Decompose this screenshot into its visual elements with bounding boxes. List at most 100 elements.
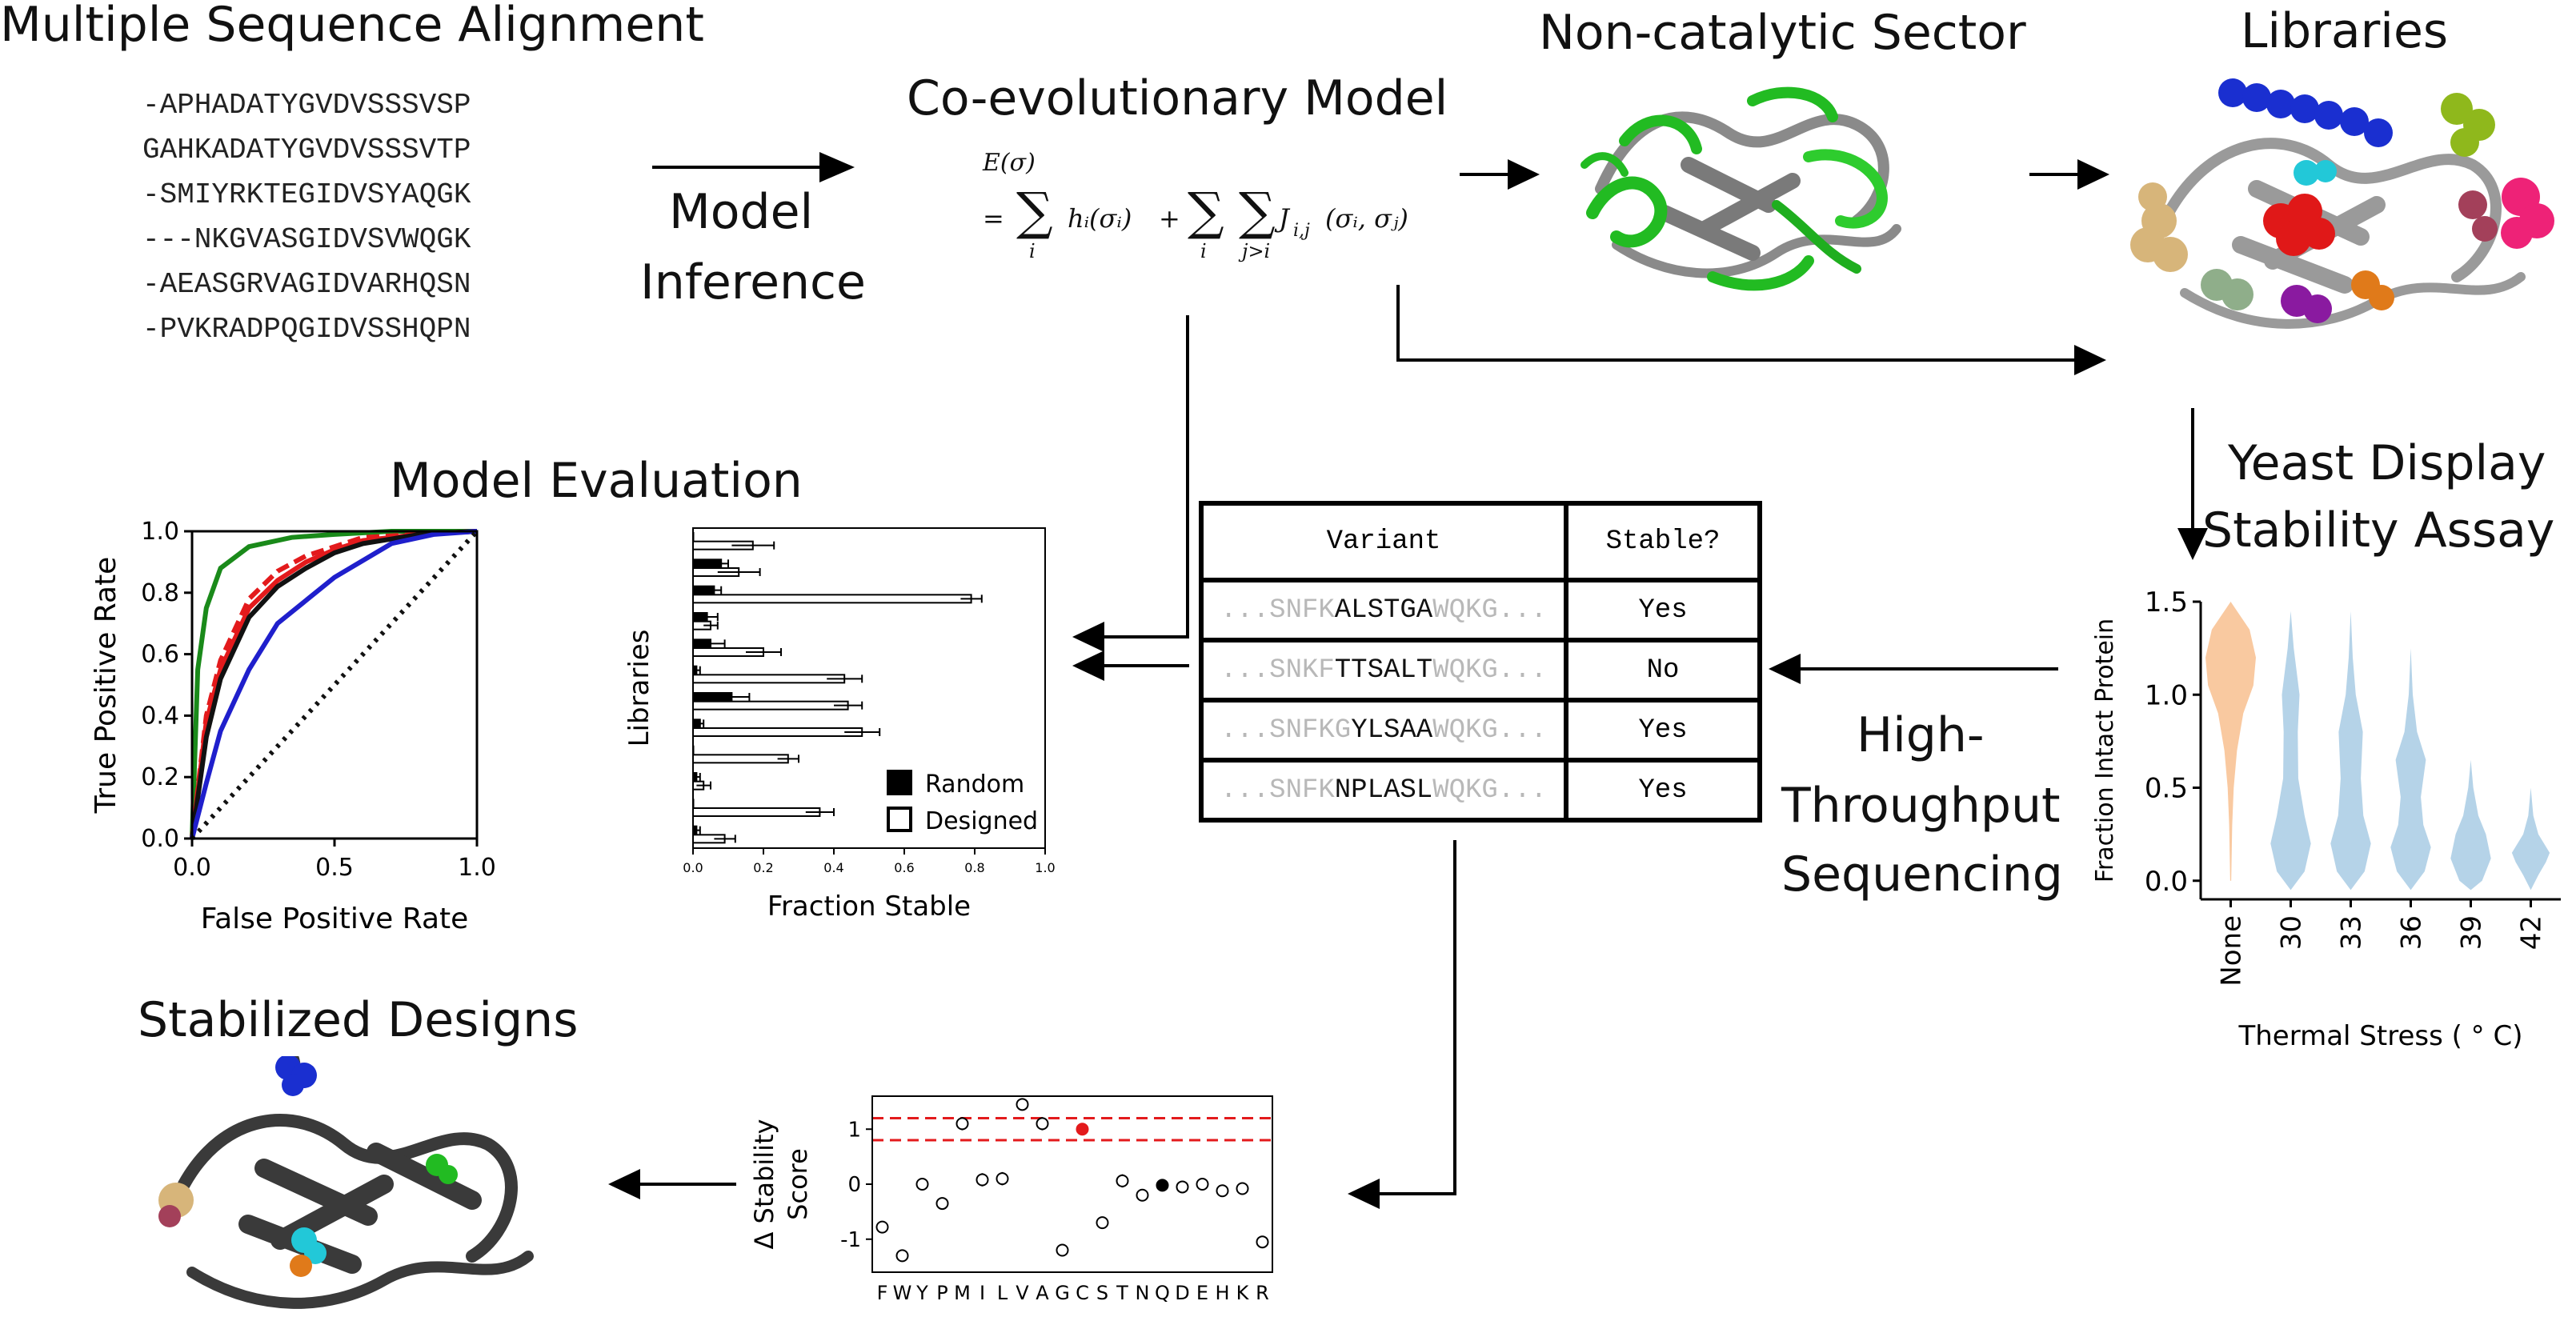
bar-designed — [692, 727, 863, 737]
x-tick-label: 0.4 — [823, 860, 843, 875]
msa-row: -APHADATYGVDVSSSVSP — [142, 89, 471, 122]
x-tick-label: 33 — [2336, 915, 2368, 950]
data-point — [996, 1172, 1009, 1186]
data-point — [935, 1197, 949, 1211]
y-axis-label: Δ Stability — [749, 1119, 779, 1250]
design-orange-sphere — [290, 1255, 312, 1277]
hts-label-3: Sequencing — [1781, 847, 2063, 903]
libraries-title: Libraries — [2241, 3, 2449, 59]
x-tick-label: P — [936, 1282, 947, 1304]
legend-swatch — [887, 770, 912, 795]
stable-header: Stable? — [1564, 501, 1762, 582]
x-tick-label: 1.0 — [458, 854, 496, 882]
x-tick-label: D — [1175, 1282, 1189, 1304]
x-tick-label: 0.2 — [753, 860, 773, 875]
arrowhead — [1508, 159, 1540, 190]
msa-row: -AEASGRVAGIDVARHQSN — [142, 268, 471, 301]
y-axis-label: Score — [783, 1148, 813, 1220]
violin-body — [2450, 759, 2491, 891]
stabilized-title: Stabilized Designs — [138, 992, 579, 1048]
msa-sequences: -APHADATYGVDVSSSVSP GAHKADATYGVDVSSSVTP … — [142, 83, 471, 352]
data-point — [1036, 1117, 1049, 1131]
data-point — [1016, 1098, 1029, 1111]
bar-designed — [692, 754, 789, 764]
sector-title: Non-catalytic Sector — [1539, 5, 2026, 61]
y-tick-label: 0.5 — [2145, 773, 2188, 805]
eq-J-args: (σᵢ, σⱼ) — [1325, 203, 1408, 234]
stable-cell: Yes — [1564, 698, 1762, 763]
msa-row: -PVKRADPQGIDVSSHQPN — [142, 313, 471, 346]
eq-J-sub: i,j — [1293, 221, 1310, 241]
arrow-table-to-scores — [1376, 840, 1456, 1195]
violin-body — [2390, 648, 2431, 891]
table-row: ...SNFKALSTGAWQKG... Yes — [1199, 578, 1762, 642]
arrow-model-to-evaluation — [1096, 315, 1189, 638]
eq-equals: = — [983, 203, 1004, 234]
x-tick-label: R — [1256, 1282, 1269, 1304]
eq-J: J — [1279, 203, 1289, 234]
sum-symbol-3: ∑ — [1239, 182, 1276, 242]
variant-cell: ...SNFKGYLSAAWQKG... — [1199, 698, 1568, 763]
hts-label-2: Throughput — [1781, 778, 2061, 834]
y-tick-label: 0.0 — [2145, 866, 2188, 898]
x-tick-label: K — [1236, 1282, 1250, 1304]
roc-series-line — [190, 529, 478, 839]
yeast-label-2: Stability Assay — [2202, 502, 2555, 558]
roc-series-line — [190, 529, 479, 841]
y-tick-label: 0.4 — [141, 702, 179, 730]
data-point — [895, 1249, 909, 1263]
y-axis-label: Fraction Intact Protein — [2091, 618, 2119, 883]
msa-title: Multiple Sequence Alignment — [0, 0, 704, 53]
eq-sum3-sub: j>i — [1242, 240, 1271, 262]
x-tick-label: L — [997, 1282, 1008, 1304]
variant-table: Variant Stable? ...SNFKALSTGAWQKG... Yes… — [1199, 501, 1762, 823]
x-tick-label: Q — [1155, 1282, 1170, 1304]
x-axis-label: False Positive Rate — [201, 903, 469, 935]
legend-label: Random — [925, 771, 1024, 799]
data-point — [1256, 1235, 1269, 1249]
y-tick-label: 1.0 — [2145, 679, 2188, 711]
data-point — [1216, 1184, 1229, 1198]
bar-designed — [692, 700, 849, 711]
data-point — [1236, 1182, 1249, 1195]
coevo-title: Co-evolutionary Model — [907, 70, 1448, 126]
roc-series-line — [190, 529, 478, 839]
libraries-protein-image — [2130, 78, 2554, 329]
arrowhead — [1348, 1179, 1380, 1209]
data-point — [955, 1117, 969, 1131]
msa-row: ---NKGVASGIDVSVWQGK — [142, 223, 471, 256]
x-tick-label: N — [1136, 1282, 1150, 1304]
y-tick-label: 0.2 — [141, 763, 179, 791]
x-tick-label: 39 — [2456, 915, 2488, 950]
x-tick-label: T — [1116, 1282, 1128, 1304]
inference-label-2: Inference — [640, 254, 866, 310]
variant-cell: ...SNFKALSTGAWQKG... — [1199, 578, 1568, 642]
data-point — [1176, 1180, 1189, 1194]
variant-cell: ...SNFKNPLASLWQKG... — [1199, 758, 1568, 823]
variant-cell: ...SNKFTTSALTWQKG... — [1199, 638, 1568, 703]
y-tick-label: 0 — [847, 1173, 861, 1197]
violin-body — [2205, 602, 2256, 881]
x-tick-label: W — [893, 1282, 912, 1304]
violin-body — [2511, 787, 2550, 891]
bar-designed — [692, 807, 821, 817]
evaluation-title: Model Evaluation — [390, 453, 803, 509]
y-tick-label: 1.0 — [141, 518, 179, 546]
data-point — [1096, 1216, 1109, 1230]
bar-designed — [692, 674, 846, 684]
x-tick-label: 0.0 — [683, 860, 703, 875]
data-point — [1056, 1243, 1069, 1257]
msa-row: -SMIYRKTEGIDVSYAQGK — [142, 178, 471, 211]
inference-label-1: Model — [669, 184, 814, 240]
arrowhead — [1072, 622, 1104, 652]
sector-protein-image — [1580, 86, 1901, 291]
hts-label-1: High- — [1857, 707, 1985, 763]
x-axis-label: Thermal Stress ( ° C) — [2237, 1020, 2522, 1052]
bar-designed — [692, 594, 972, 604]
design-blue-sphere — [275, 1056, 317, 1096]
design-cyan-sphere — [291, 1227, 327, 1264]
y-axis-label: True Positive Rate — [90, 557, 122, 815]
